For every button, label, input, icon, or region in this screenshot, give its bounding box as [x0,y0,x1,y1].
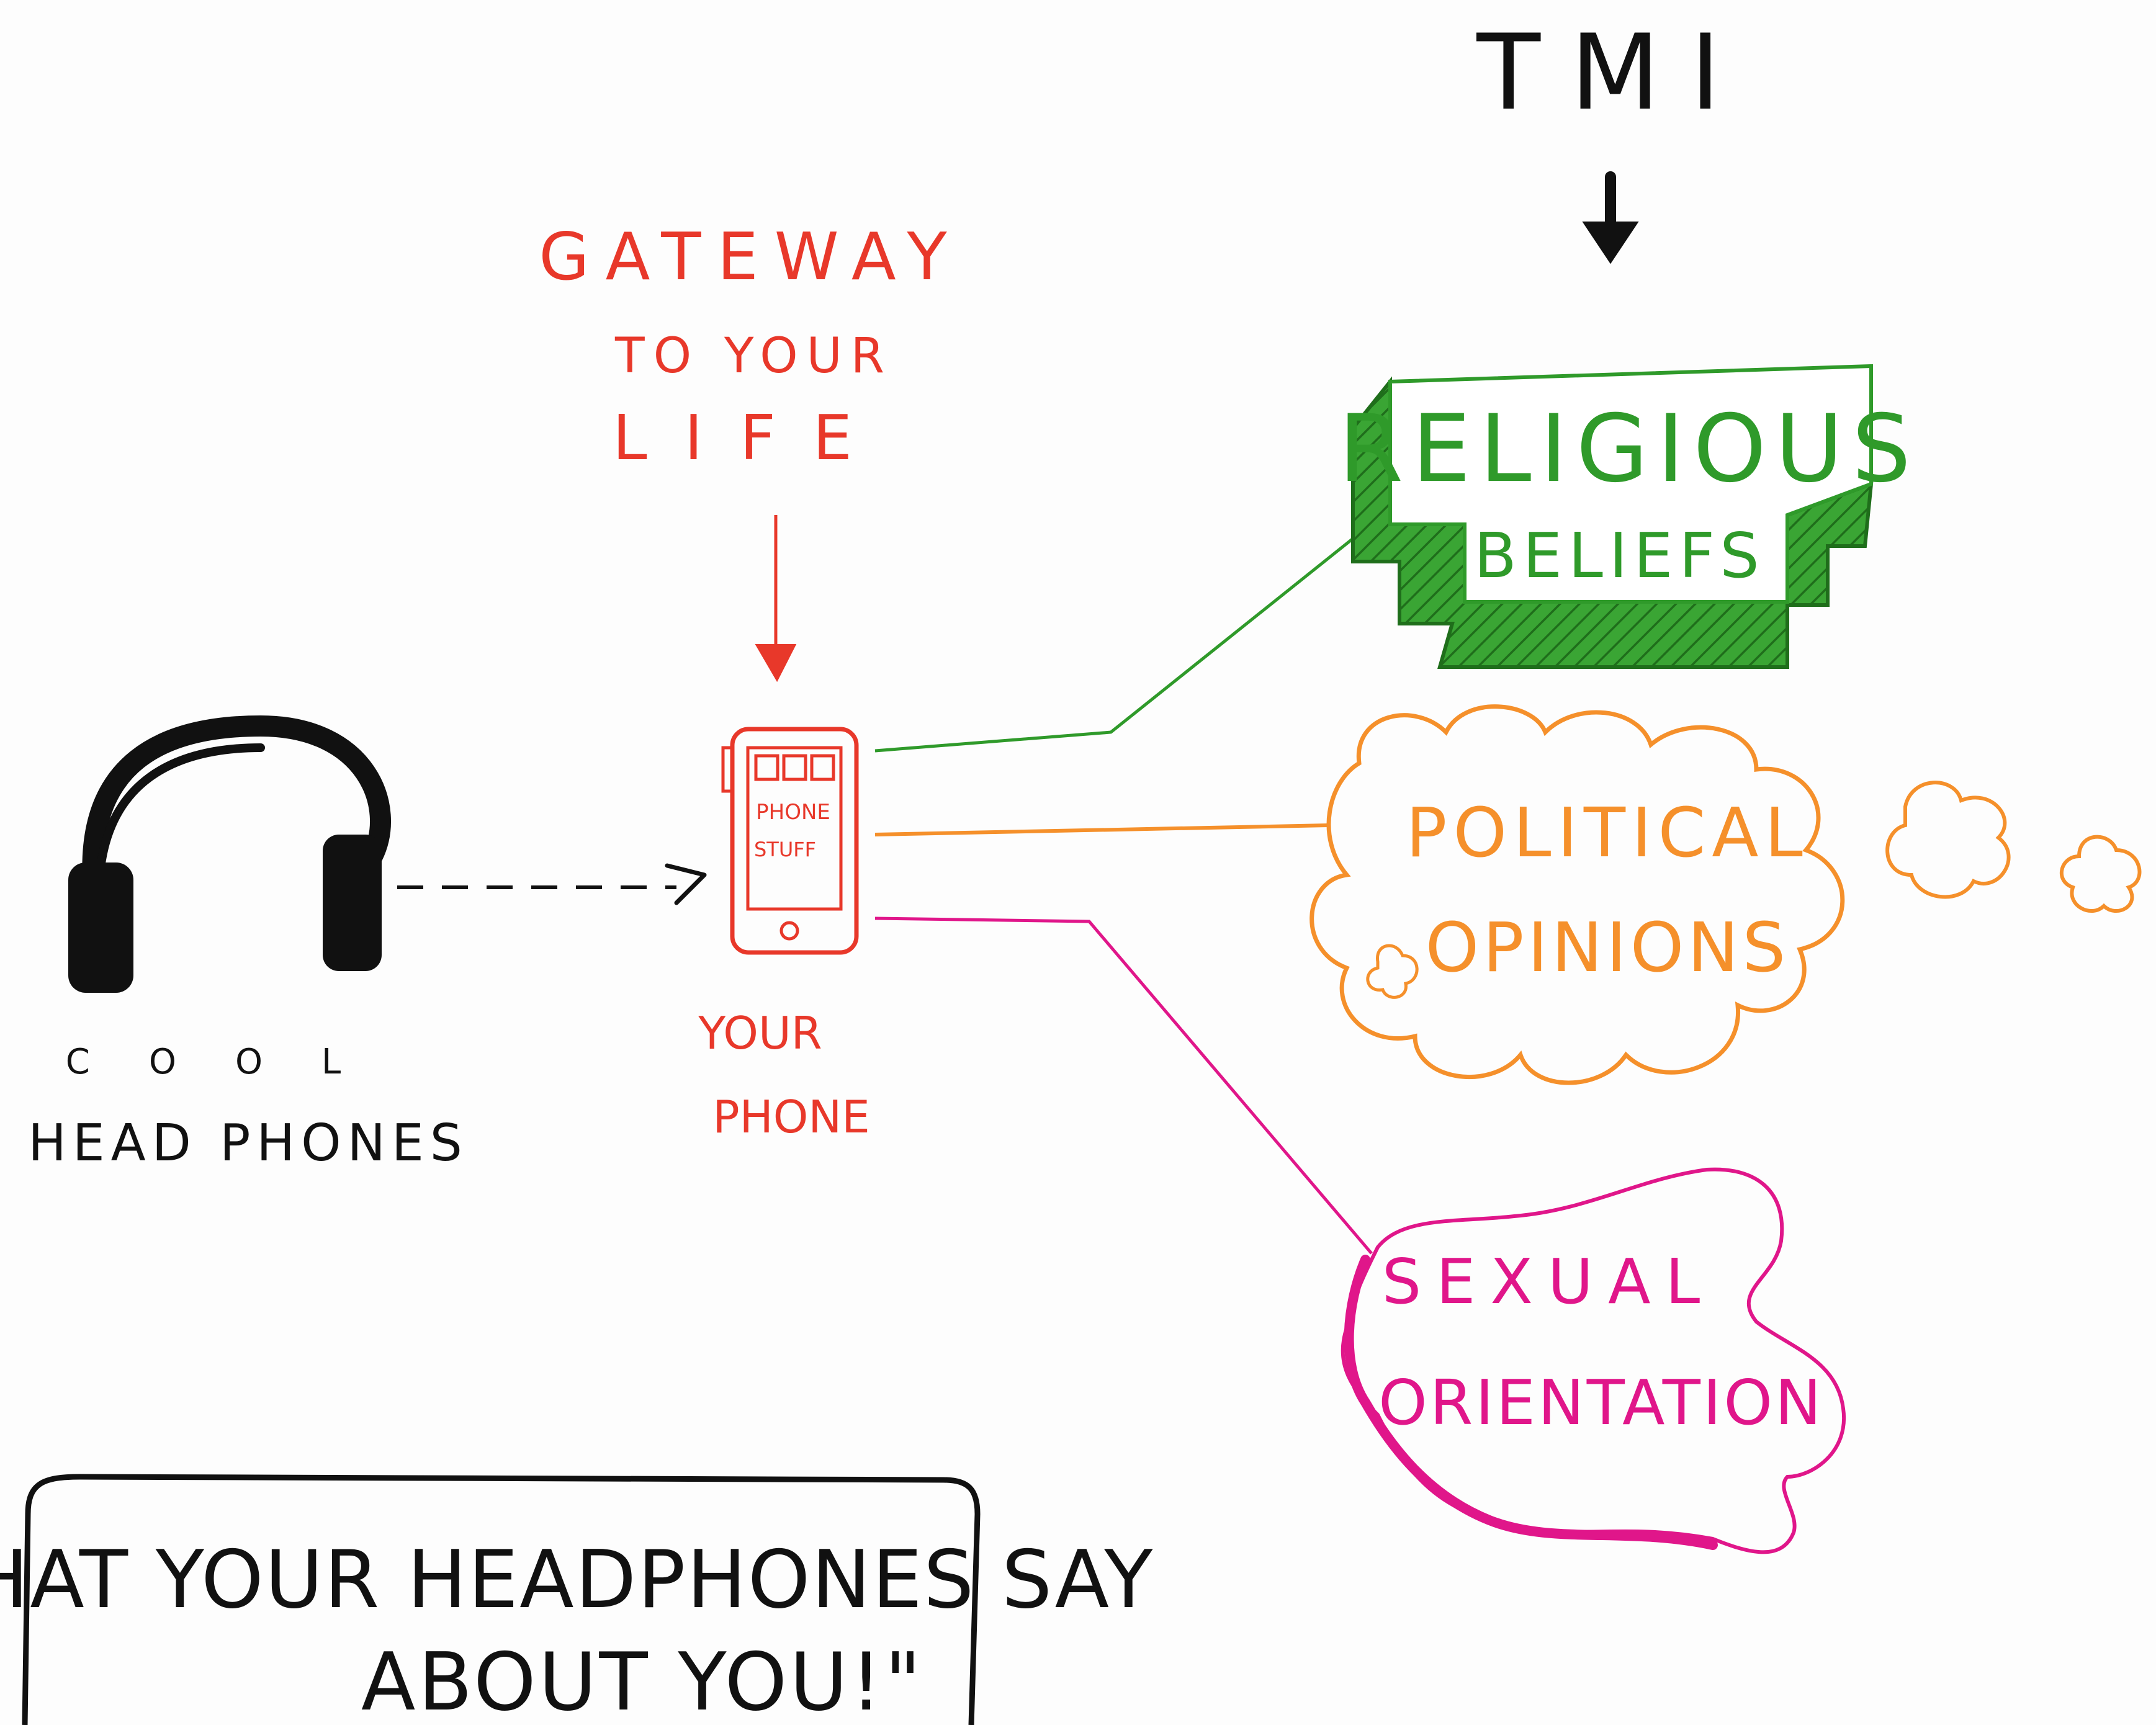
connector-political [874,823,1329,836]
headphones-icon [68,715,391,993]
phone-label-line1: YOUR [698,1007,822,1059]
tmi-title: TMI [1476,12,1750,133]
political-line1: POLITICAL [1406,793,1809,872]
political-line2: OPINIONS [1426,908,1790,987]
sexual-blob [1341,1167,1846,1554]
headphones-label-line2: HEAD PHONES [28,1114,469,1173]
quote-box [22,1474,981,1725]
phone-screen-line2: STUFF [754,838,816,861]
sexual-line1: SEXUAL [1382,1245,1715,1318]
sexual-line2: ORIENTATION [1378,1366,1824,1439]
sexual-blob-bold-edge [1344,1255,1718,1550]
headphones-label-line1: COOL [66,1042,400,1082]
phone-icon [721,727,859,955]
gateway-arrow [755,515,797,683]
connector-sexual [874,916,1373,1255]
political-cloud [1309,704,1845,1085]
political-cloud-puff-2 [2060,835,2142,913]
religious-line1: RELIGIOUS [1339,395,1920,503]
tmi-arrow [1582,171,1639,264]
political-cloud-puff-1 [1885,781,2011,899]
phone-screen-line1: PHONE [756,800,830,825]
gateway-line1: GATEWAY [539,219,963,295]
quote-line1: "WHAT YOUR HEADPHONES SAY [0,1534,1154,1626]
dashed-arrow-head [665,863,707,905]
political-cloud-puff-3 [1366,944,1419,999]
religious-line2: BELIEFS [1474,519,1765,592]
phone-label-line2: PHONE [712,1091,870,1143]
quote-line2: ABOUT YOU!" [361,1636,923,1725]
religious-block [1351,364,1874,669]
connector-religious [874,532,1360,753]
gateway-line3: LIFE [613,401,889,474]
gateway-line2: TO YOUR [614,328,893,384]
